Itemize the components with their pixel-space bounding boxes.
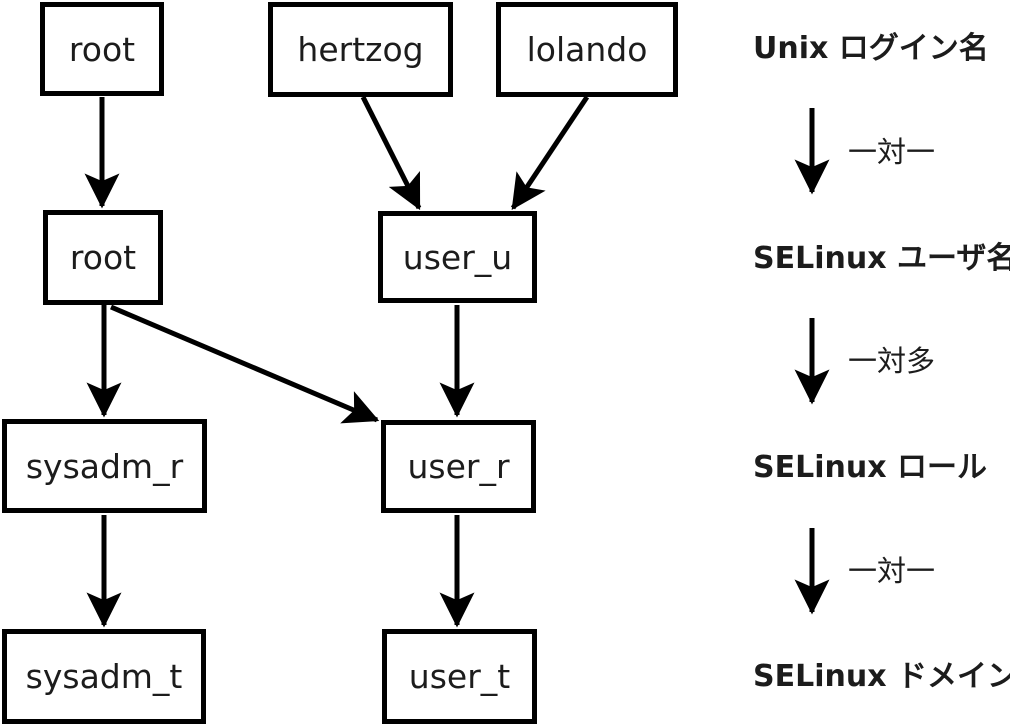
arrow-hertzog-to-user_u	[360, 95, 422, 211]
node-label: root	[69, 238, 137, 277]
node-login-hertzog: hertzog	[268, 2, 453, 97]
node-label: sysadm_t	[25, 657, 183, 696]
node-user-root: root	[43, 210, 163, 305]
level-label-selinux-domain: SELinux ドメイン	[753, 659, 1010, 694]
node-role-sysadm_r: sysadm_r	[2, 419, 207, 513]
node-label: user_u	[402, 237, 513, 277]
node-domain-sysadm_t: sysadm_t	[2, 629, 206, 724]
node-label: root	[68, 29, 136, 69]
level-label-unix-login: Unix ログイン名	[753, 31, 989, 66]
relation-label-one-to-many: 一対多	[848, 344, 936, 378]
level-label-selinux-user: SELinux ユーザ名	[753, 241, 1010, 276]
relation-label-one-to-one-2: 一対一	[848, 554, 936, 588]
node-login-root: root	[40, 2, 164, 96]
node-label: hertzog	[297, 30, 424, 69]
relation-label-one-to-one-1: 一対一	[848, 135, 936, 169]
arrow-lolando-to-user_u	[510, 95, 590, 211]
node-label: user_r	[407, 447, 510, 486]
node-label: sysadm_r	[25, 446, 184, 486]
arrow-user-root-to-user_r	[110, 304, 380, 424]
node-label: lolando	[526, 30, 648, 69]
node-domain-user_t: user_t	[382, 629, 537, 724]
node-role-user_r: user_r	[381, 420, 536, 513]
node-login-lolando: lolando	[496, 2, 678, 97]
node-label: user_t	[408, 657, 511, 696]
level-label-selinux-role: SELinux ロール	[753, 450, 988, 485]
node-user-user_u: user_u	[378, 211, 537, 303]
